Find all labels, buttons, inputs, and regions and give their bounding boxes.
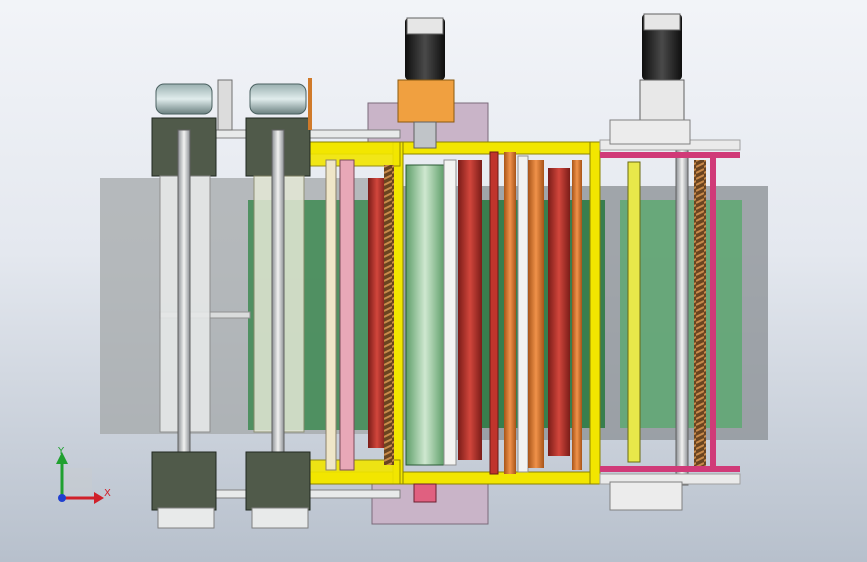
winder-1-shaft[interactable] <box>177 129 191 501</box>
center-gearbox[interactable] <box>397 79 455 123</box>
roller-yellow-right[interactable] <box>627 161 641 463</box>
triad-x-label: X <box>104 488 111 499</box>
main-green-roller[interactable] <box>405 164 445 466</box>
roller-red-c[interactable] <box>548 168 570 456</box>
winder-2-drum-top[interactable] <box>249 83 307 115</box>
orange-rod <box>308 78 312 130</box>
brace-top[interactable] <box>600 152 740 158</box>
roller-orange-a[interactable] <box>504 152 516 474</box>
roller-orange-c[interactable] <box>572 160 582 470</box>
frame-left-post[interactable] <box>392 141 404 485</box>
center-coupling[interactable] <box>413 121 437 149</box>
sensor-bracket[interactable] <box>217 79 233 131</box>
roller-group[interactable] <box>325 139 706 486</box>
frame-right-post[interactable] <box>589 141 601 485</box>
spring-roller-right[interactable] <box>694 160 706 470</box>
frame-top-rail-left[interactable] <box>309 141 401 167</box>
roller-red-a[interactable] <box>368 178 386 448</box>
main-frame[interactable] <box>309 141 601 485</box>
center-bearing-bottom[interactable] <box>413 483 437 503</box>
roller-white-b[interactable] <box>517 155 529 473</box>
center-motor-fan-cap[interactable] <box>406 17 444 35</box>
right-motor-fan-cap[interactable] <box>643 13 681 31</box>
roller-red-thin[interactable] <box>489 151 499 475</box>
triad-z-origin <box>58 494 66 502</box>
winder-2-shaft[interactable] <box>271 129 285 501</box>
coordinate-triad: Y X <box>56 446 111 504</box>
right-gearbox[interactable] <box>639 79 685 121</box>
triad-y-arrow <box>56 452 68 464</box>
triad-y-label: Y <box>57 446 65 457</box>
right-motor-mount[interactable] <box>609 119 691 145</box>
triad-highlight <box>62 468 92 498</box>
winder-unit-2[interactable] <box>245 83 311 529</box>
brace-bottom[interactable] <box>600 466 740 472</box>
roller-pink-left[interactable] <box>339 159 355 471</box>
shaft-right[interactable] <box>675 139 689 486</box>
brace-right-vertical[interactable] <box>710 152 716 472</box>
right-drive-motor[interactable] <box>609 13 691 511</box>
winder-1-drum-top[interactable] <box>155 83 213 115</box>
winder-2-housing-bottom[interactable] <box>245 451 311 511</box>
winder-1-base[interactable] <box>157 507 215 529</box>
spring-roller-left[interactable] <box>384 165 394 465</box>
center-drive-motor[interactable] <box>397 17 455 503</box>
winder-unit-1[interactable] <box>151 83 217 529</box>
triad-x-arrow <box>94 492 104 504</box>
right-base-block[interactable] <box>609 481 683 511</box>
roller-white-mid[interactable] <box>443 159 457 466</box>
winder-2-base[interactable] <box>251 507 309 529</box>
roller-orange-b[interactable] <box>528 160 544 468</box>
roller-beige-left[interactable] <box>325 159 337 471</box>
winder-1-housing-bottom[interactable] <box>151 451 217 511</box>
roller-red-b[interactable] <box>458 160 482 460</box>
